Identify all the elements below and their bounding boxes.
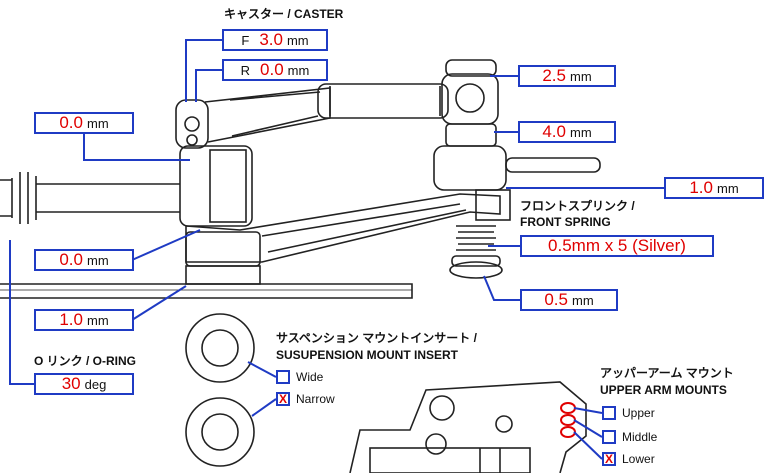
lower-checkbox[interactable]: X: [602, 452, 616, 466]
upper-arm-title-jp: アッパーアーム マウント: [600, 366, 734, 380]
upper-checkbox[interactable]: [602, 406, 616, 420]
left-top-value: 0.0: [59, 113, 83, 132]
o-ring-title: O リンク / O-RING: [34, 354, 137, 368]
front-spring-box[interactable]: 0.5mm x 5 (Silver): [520, 235, 714, 257]
left-top-unit: mm: [86, 115, 109, 131]
left-mid-unit: mm: [86, 252, 109, 268]
right-mid-measure[interactable]: 4.0 mm: [518, 121, 616, 143]
lower-label: Lower: [622, 452, 655, 466]
narrow-checkbox[interactable]: X: [276, 392, 290, 406]
wide-label: Wide: [296, 370, 324, 384]
front-spring-title-jp: フロントスプリンク /: [520, 199, 635, 213]
upper-label: Upper: [622, 406, 655, 420]
caster-rear-value: 0.0: [260, 60, 284, 79]
o-ring-box[interactable]: 30 deg: [34, 373, 134, 395]
right-mid-unit: mm: [569, 124, 592, 140]
caster-rear-unit: mm: [287, 62, 310, 78]
upper-arm-title-en: UPPER ARM MOUNTS: [600, 383, 727, 397]
o-ring-value: 30: [61, 374, 81, 393]
caster-front-prefix: F: [241, 32, 250, 48]
right-low-value: 1.0: [689, 178, 713, 197]
right-low-measure[interactable]: 1.0 mm: [664, 177, 764, 199]
left-mid-value: 0.0: [59, 250, 83, 269]
caster-rear-prefix: R: [240, 62, 251, 78]
front-spring-title-en: FRONT SPRING: [520, 215, 611, 229]
caster-front-unit: mm: [286, 32, 309, 48]
right-top-measure[interactable]: 2.5 mm: [518, 65, 616, 87]
right-mid-value: 4.0: [542, 122, 566, 141]
caster-title: キャスター / CASTER: [224, 7, 344, 21]
middle-checkbox[interactable]: [602, 430, 616, 444]
right-top-unit: mm: [569, 68, 592, 84]
caster-front-value: 3.0: [259, 30, 283, 49]
left-low-unit: mm: [86, 312, 109, 328]
wide-checkbox[interactable]: [276, 370, 290, 384]
spring-gap-value: 0.5: [544, 290, 568, 309]
left-mid-measure[interactable]: 0.0 mm: [34, 249, 134, 271]
left-low-measure[interactable]: 1.0 mm: [34, 309, 134, 331]
right-top-value: 2.5: [542, 66, 566, 85]
caster-front-box[interactable]: F 3.0 mm: [222, 29, 328, 51]
o-ring-unit: deg: [84, 376, 107, 392]
mount-insert-title-jp: サスペンション マウントインサート /: [276, 331, 477, 345]
left-low-value: 1.0: [59, 310, 83, 329]
left-top-measure[interactable]: 0.0 mm: [34, 112, 134, 134]
spring-gap-unit: mm: [571, 292, 594, 308]
spring-gap-measure[interactable]: 0.5 mm: [520, 289, 618, 311]
narrow-label: Narrow: [296, 392, 335, 406]
mount-insert-title-en: SUSUPENSION MOUNT INSERT: [276, 348, 459, 362]
middle-label: Middle: [622, 430, 658, 444]
caster-rear-box[interactable]: R 0.0 mm: [222, 59, 328, 81]
front-spring-value: 0.5mm x 5 (Silver): [548, 236, 686, 255]
right-low-unit: mm: [716, 180, 739, 196]
